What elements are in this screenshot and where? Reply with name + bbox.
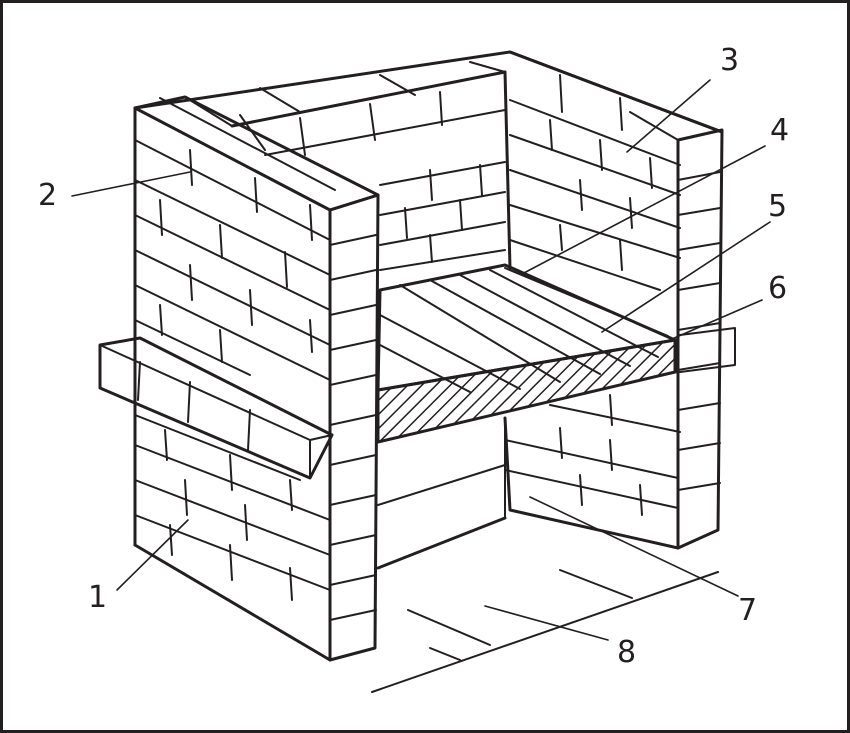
back-wall bbox=[230, 70, 512, 271]
label-3: 3 bbox=[720, 43, 739, 78]
label-7: 7 bbox=[738, 593, 757, 628]
label-5: 5 bbox=[768, 189, 787, 224]
left-pillar-front bbox=[328, 193, 380, 662]
firebox-ground bbox=[371, 417, 719, 693]
ledge bbox=[98, 327, 736, 480]
right-wall bbox=[508, 50, 724, 550]
label-6: 6 bbox=[768, 271, 787, 306]
label-8: 8 bbox=[617, 635, 636, 670]
label-4: 4 bbox=[770, 113, 789, 148]
lower-right-wall bbox=[503, 394, 681, 550]
label-1: 1 bbox=[88, 580, 107, 615]
label-2: 2 bbox=[38, 178, 57, 213]
leader-lines bbox=[71, 79, 771, 641]
fire-slab bbox=[376, 338, 677, 444]
left-wall bbox=[133, 95, 380, 662]
